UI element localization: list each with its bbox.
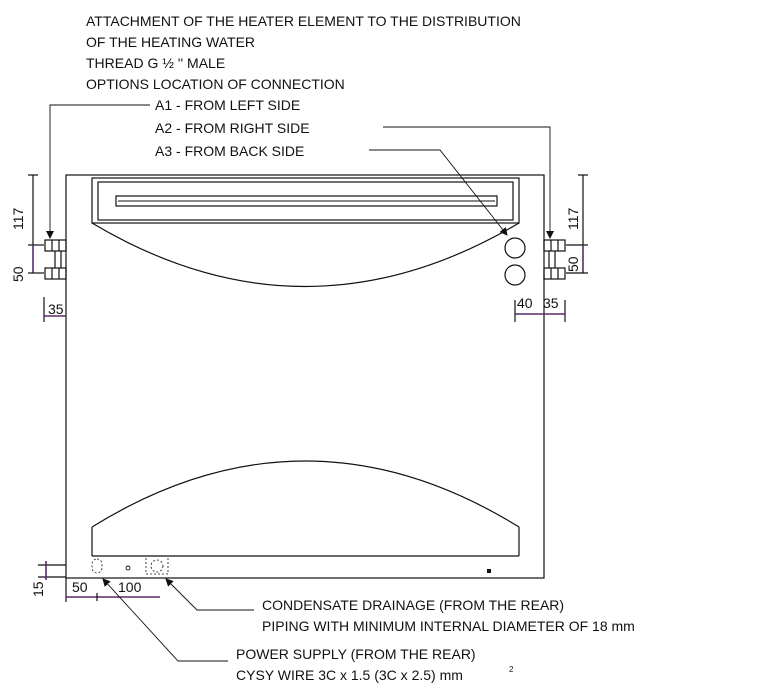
dim-15: 15 (30, 581, 46, 597)
dim-50-left: 50 (10, 266, 26, 282)
options-note: OPTIONS LOCATION OF CONNECTION (86, 76, 345, 92)
dim-100-bottom: 100 (118, 579, 142, 595)
lower-arc (91, 460, 520, 528)
right-connectors (543, 239, 566, 280)
right-dimensions: 117 50 40 35 (514, 174, 588, 322)
heater-unit (65, 174, 545, 579)
left-connectors (44, 239, 67, 280)
attachment-note-line1: ATTACHMENT OF THE HEATER ELEMENT TO THE … (86, 13, 521, 29)
attachment-note-line2: OF THE HEATING WATER (86, 34, 255, 50)
option-a3-label: A3 - FROM BACK SIDE (155, 143, 304, 159)
dim-50-right: 50 (565, 256, 581, 272)
condensate-note-line1: CONDENSATE DRAINAGE (FROM THE REAR) (262, 597, 564, 613)
condensate-leader-arrow (165, 578, 254, 611)
left-connector-lower (44, 267, 67, 280)
dim-50-bottom: 50 (72, 579, 88, 595)
header-notes: ATTACHMENT OF THE HEATER ELEMENT TO THE … (86, 13, 521, 159)
power-note-line2: CYSY WIRE 3C x 1.5 (3C x 2.5) mm (236, 667, 463, 683)
condensate-drain-outline (145, 555, 169, 575)
right-connector-lower (543, 267, 566, 280)
condensate-drain-hole (150, 559, 164, 573)
a2-leader-arrow (383, 126, 554, 239)
power-note-line1: POWER SUPPLY (FROM THE REAR) (236, 646, 476, 662)
bottom-mark (487, 569, 491, 573)
back-connection-upper (504, 237, 526, 259)
dim-35-right: 35 (543, 295, 559, 311)
top-grille-slot (115, 195, 498, 207)
left-connector-upper (44, 239, 67, 252)
bottom-dimensions: 15 50 100 (30, 561, 160, 602)
bottom-leaders (102, 578, 254, 662)
small-hole (125, 565, 131, 571)
a3-leader-arrow (369, 149, 508, 236)
dim-35-left: 35 (48, 301, 64, 317)
dim-40-right: 40 (517, 295, 533, 311)
a1-leader-arrow (46, 104, 150, 239)
condensate-note-line2: PIPING WITH MINIMUM INTERNAL DIAMETER OF… (262, 618, 635, 634)
back-connection-lower (504, 264, 526, 286)
top-grille-inner (97, 181, 514, 221)
left-dimensions: 117 50 35 (10, 174, 66, 322)
top-grille-frame (91, 177, 520, 224)
thread-note: THREAD G ½ '' MALE (86, 55, 225, 71)
dim-117-left: 117 (10, 207, 26, 230)
unit-outline (65, 174, 545, 579)
option-a1-label: A1 - FROM LEFT SIDE (155, 97, 300, 113)
option-a2-label: A2 - FROM RIGHT SIDE (155, 120, 310, 136)
option-leaders (46, 104, 554, 239)
right-connector-upper (543, 239, 566, 252)
bottom-notes: CONDENSATE DRAINAGE (FROM THE REAR) PIPI… (236, 597, 635, 683)
upper-arc (91, 222, 520, 288)
power-leader-arrow (102, 578, 228, 662)
power-note-superscript: 2 (509, 665, 514, 674)
dim-117-right: 117 (565, 207, 581, 230)
power-entry-hole (91, 558, 103, 574)
